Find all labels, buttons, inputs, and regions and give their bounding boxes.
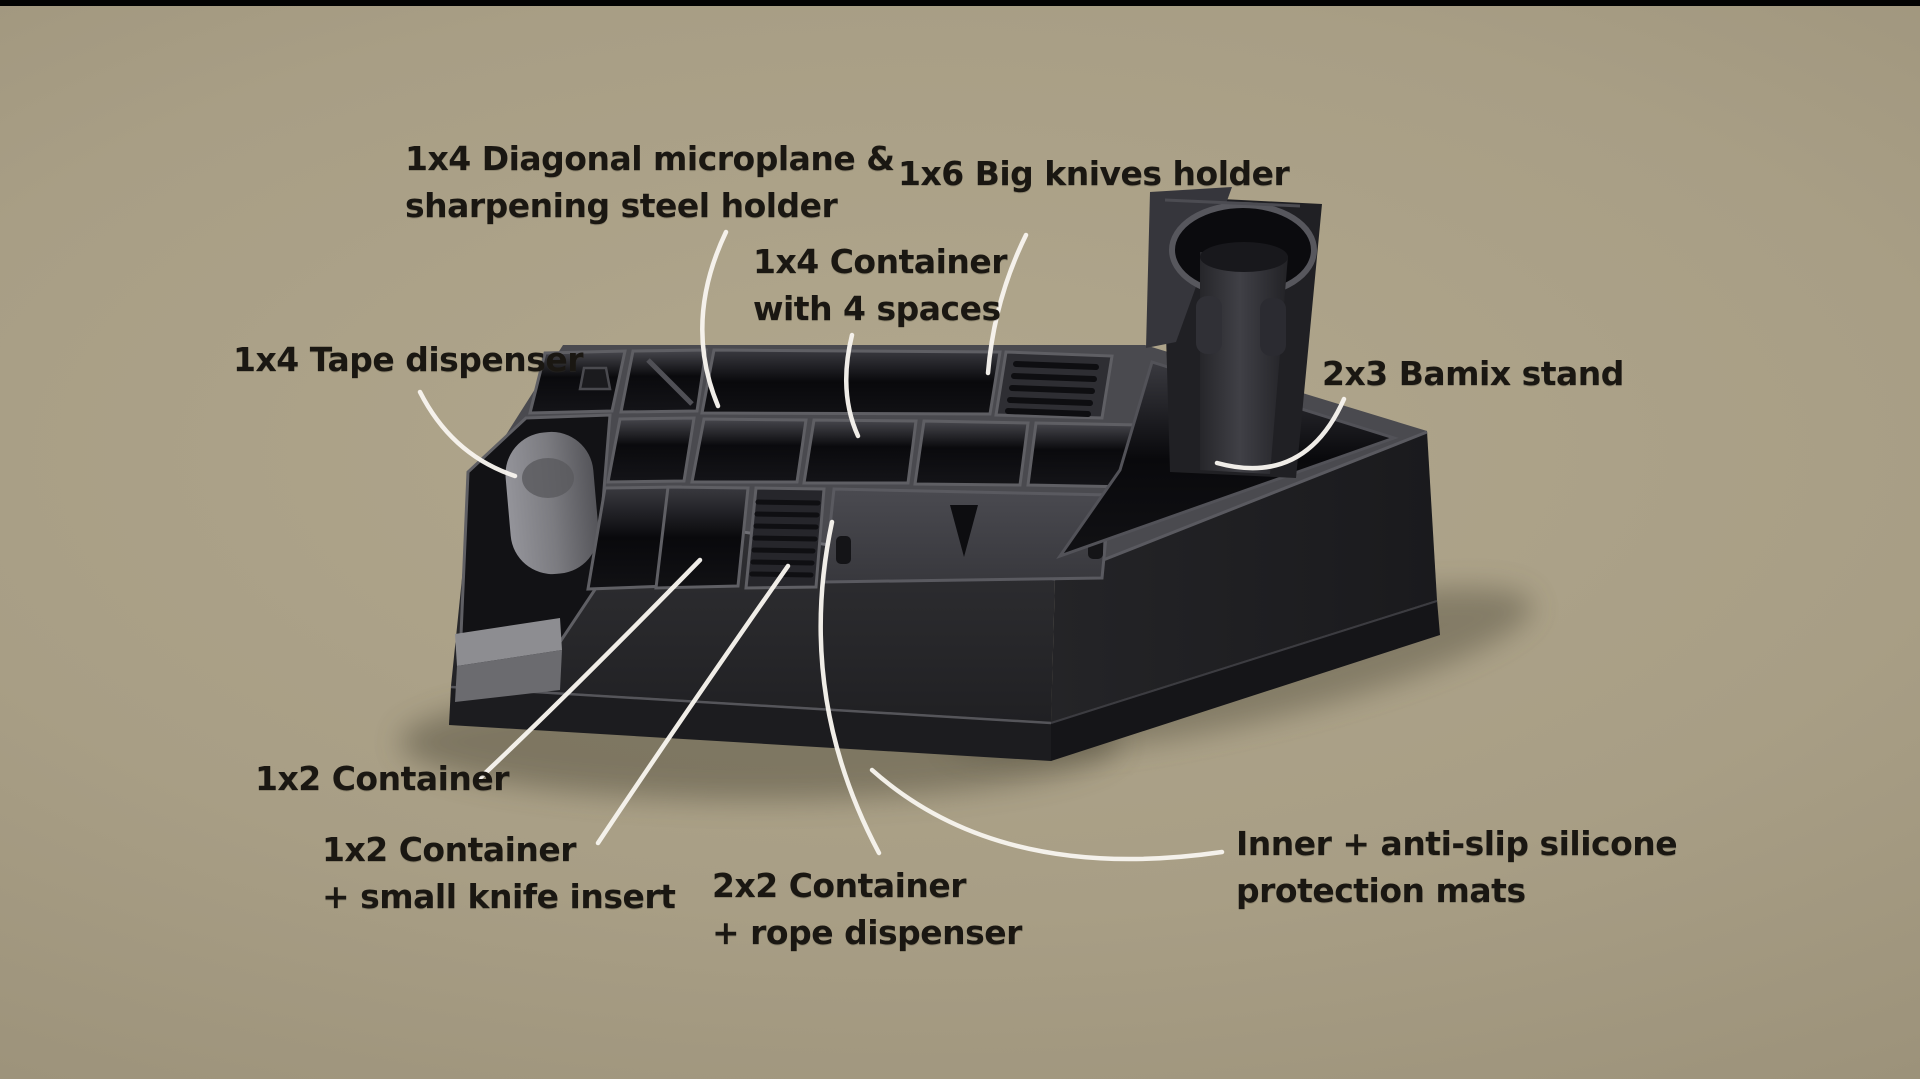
box-base-right [1051, 600, 1440, 761]
clamp-prong-left [1196, 296, 1222, 354]
rope-lid-arrow [950, 505, 978, 557]
tape-dispenser-module [455, 349, 627, 702]
label-4spaces-line1: 1x4 Container [753, 242, 1008, 281]
container-1x2 [654, 485, 750, 590]
tower-top-edge [1164, 198, 1301, 208]
label-tape: 1x4 Tape dispenser [233, 340, 584, 379]
leader-small-knife [595, 563, 791, 846]
box-right-face [1051, 431, 1437, 722]
label-small-knife: 1x2 Container + small knife insert [322, 826, 676, 920]
label-mats-line1: Inner + anti-slip silicone [1236, 824, 1678, 863]
leader-bamix [1214, 396, 1347, 471]
space-3 [913, 419, 1030, 487]
big-knives-module [700, 348, 1114, 420]
top-right-edge [1054, 430, 1428, 581]
label-4spaces: 1x4 Container with 4 spaces [753, 238, 1008, 332]
lid-clip-left [836, 536, 851, 564]
label-microplane: 1x4 Diagonal microplane & sharpening ste… [405, 135, 895, 229]
leader-tape [417, 389, 518, 479]
label-4spaces-line2: with 4 spaces [753, 289, 1001, 328]
tape-roll-core [522, 458, 574, 498]
cylinder-top [1200, 242, 1288, 272]
space-1 [690, 417, 808, 484]
clamp-prong-right [1260, 298, 1286, 356]
annotation-lines [417, 229, 1347, 862]
leader-mats [869, 767, 1225, 862]
label-microplane-line2: sharpening steel holder [405, 186, 838, 225]
label-microplane-line1: 1x4 Diagonal microplane & [405, 139, 895, 178]
leader-microplane [700, 229, 729, 409]
leader-rope [818, 519, 882, 856]
leader-4spaces [844, 332, 861, 439]
label-mats: Inner + anti-slip silicone protection ma… [1236, 820, 1678, 914]
knives-tray [700, 348, 1002, 416]
label-rope-line2: + rope dispenser [712, 913, 1022, 952]
label-bamix: 2x3 Bamix stand [1322, 354, 1624, 393]
leader-1x2 [477, 557, 703, 781]
microplane-module [586, 348, 708, 591]
tape-lip-top [455, 618, 562, 666]
diagonal-divider [646, 358, 694, 406]
label-big-knives: 1x6 Big knives holder [898, 154, 1290, 193]
letterbox-bar [0, 0, 1920, 6]
base-edge-highlight [450, 685, 1052, 725]
knife-slot-block [994, 350, 1114, 420]
label-small-knife-line2: + small knife insert [322, 877, 676, 916]
label-1x2: 1x2 Container [255, 759, 510, 798]
mid-compartment [606, 416, 696, 484]
tape-back-compartment [528, 349, 627, 415]
space-2 [802, 418, 918, 485]
knife-insert-ribs [749, 499, 821, 578]
tape-slot-detail [578, 366, 612, 391]
label-rope: 2x2 Container + rope dispenser [712, 862, 1022, 956]
bamix-tower [1146, 187, 1322, 478]
label-small-knife-line1: 1x2 Container [322, 830, 577, 869]
label-rope-line1: 2x2 Container [712, 866, 967, 905]
label-mats-line2: protection mats [1236, 871, 1526, 910]
base-edge-highlight-right [1050, 600, 1438, 724]
leader-knives [985, 232, 1029, 376]
front-row-modules [654, 485, 1112, 590]
knife-slots [1005, 361, 1099, 417]
container-4spaces-module [690, 417, 1142, 489]
box-base-front [449, 686, 1051, 761]
tape-lip-front [455, 650, 562, 702]
